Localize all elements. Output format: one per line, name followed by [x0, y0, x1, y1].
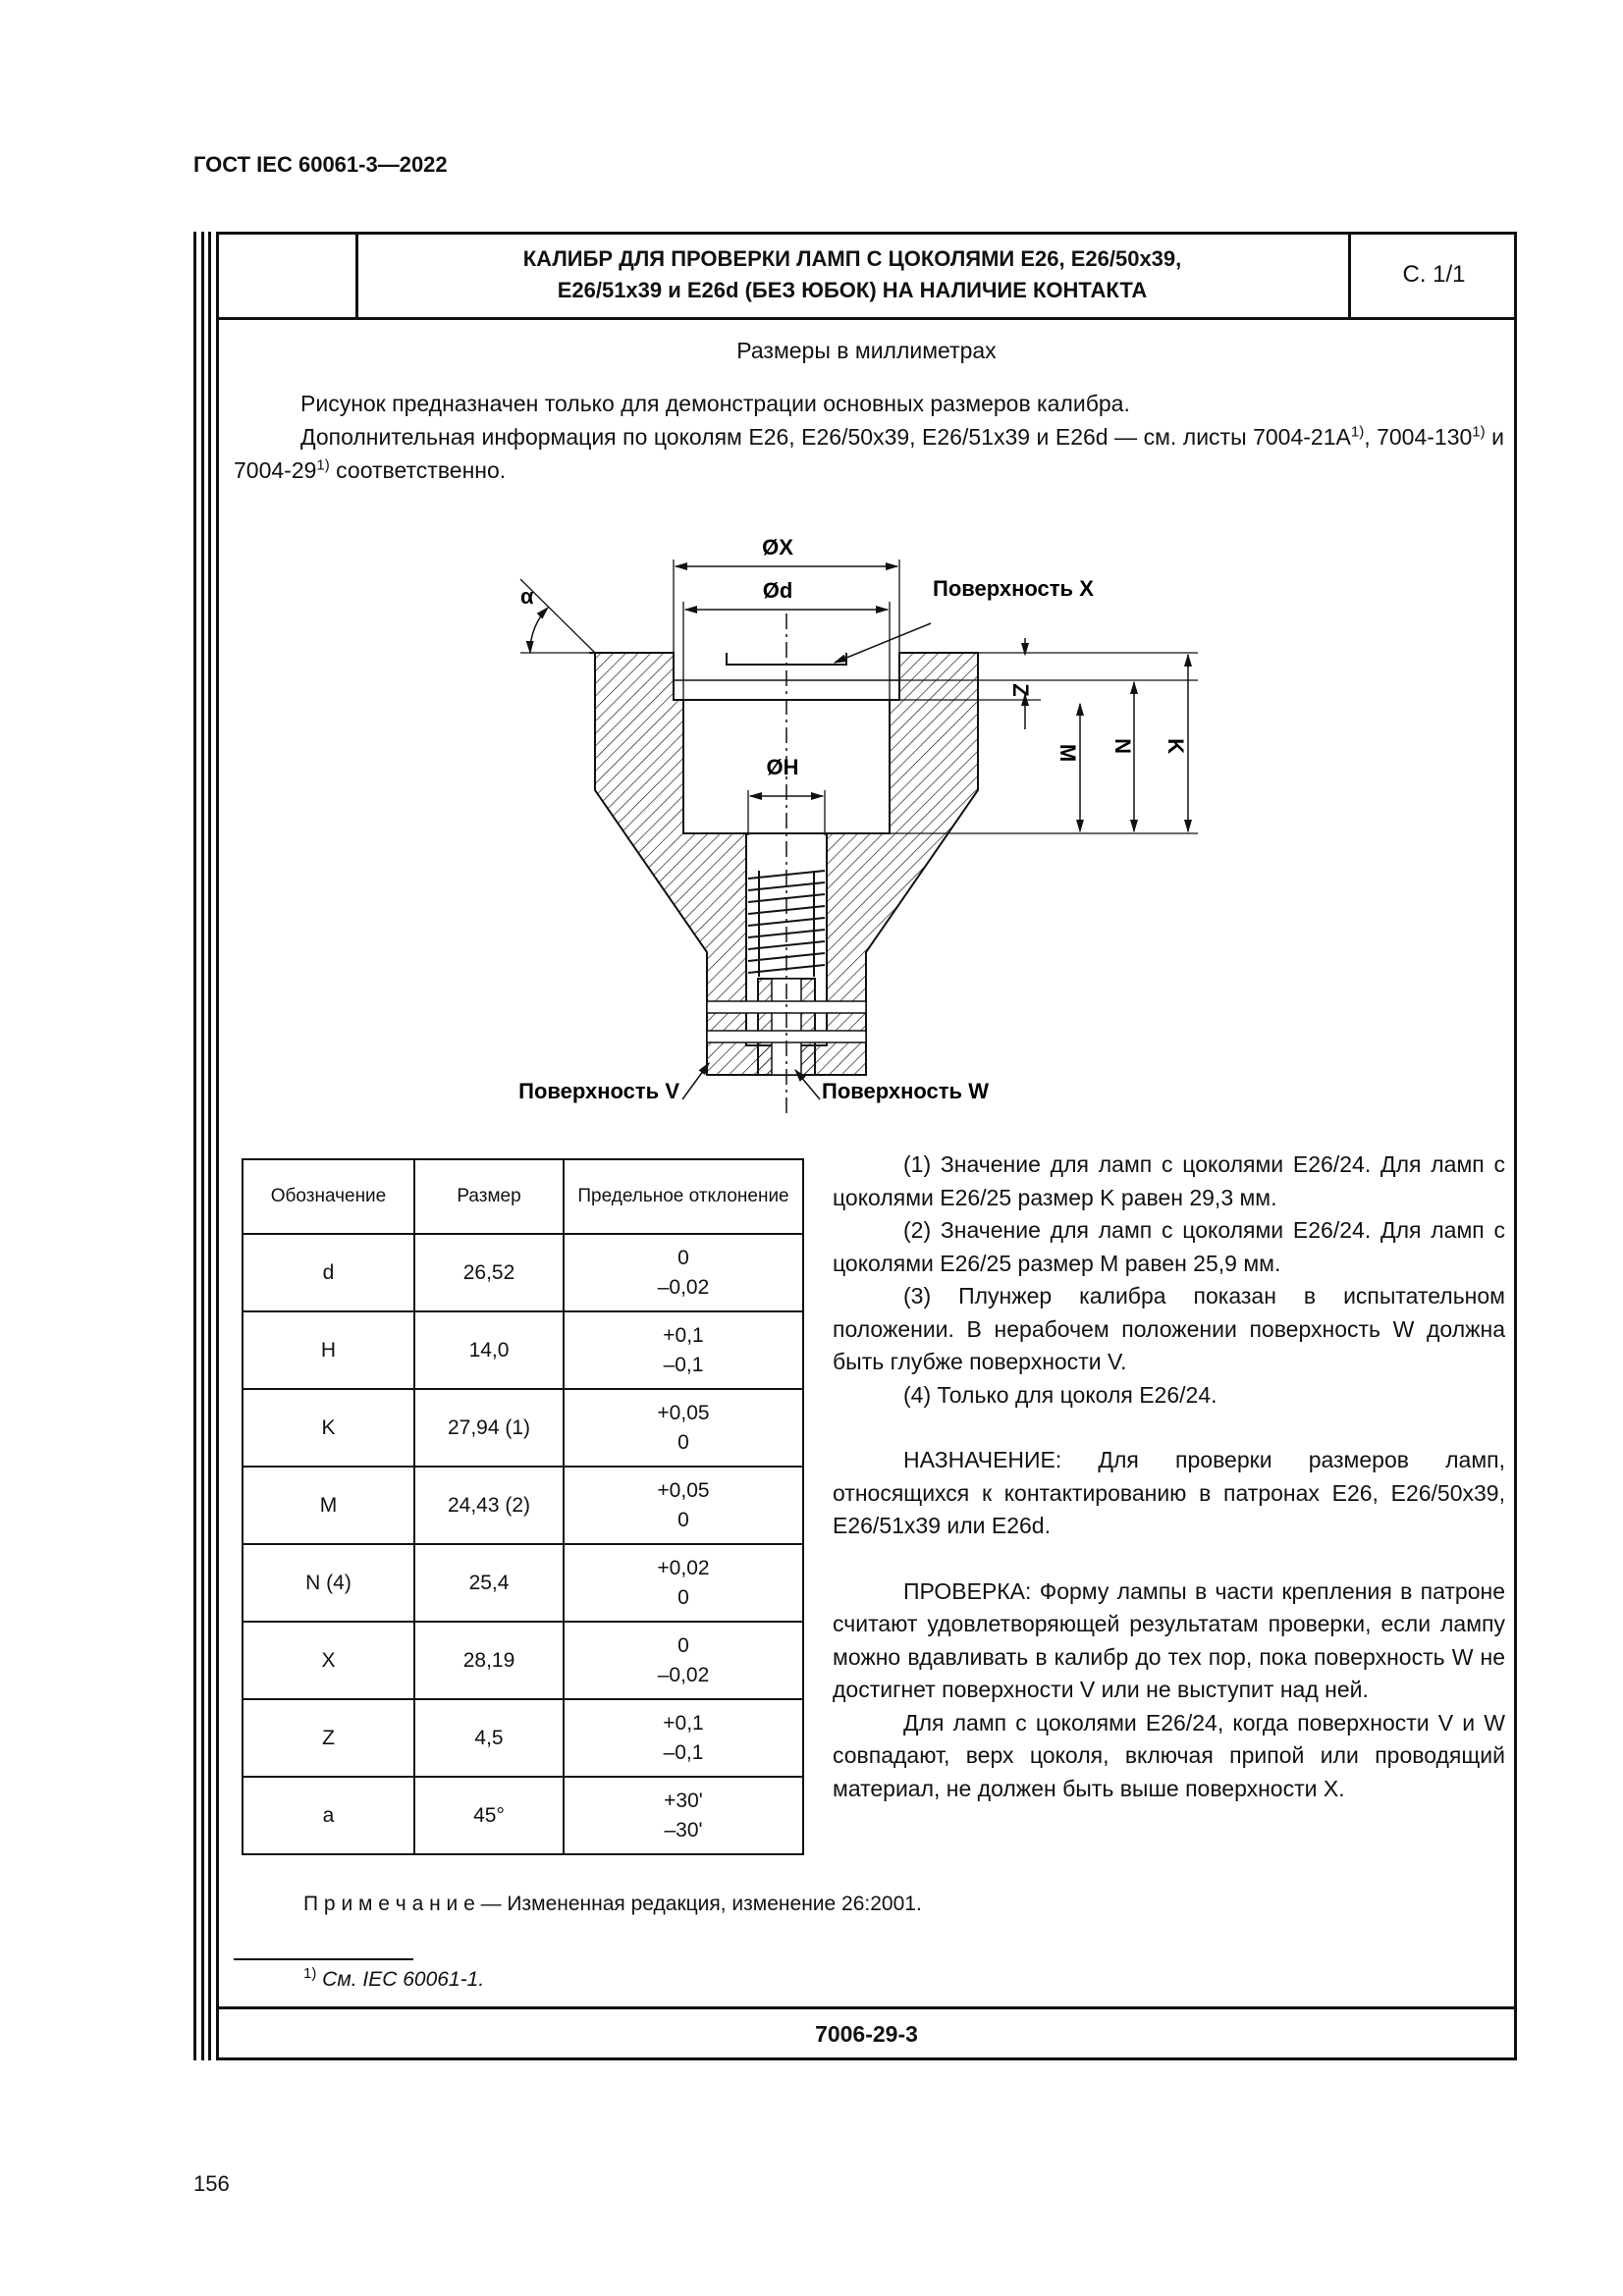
note-4: (4) Только для цоколя E26/24.: [903, 1381, 1217, 1408]
cell-symbol: Z: [242, 1698, 415, 1778]
sheet-page-ref: С. 1/1: [1348, 232, 1517, 317]
page-number: 156: [193, 2171, 230, 2196]
margin-rule: [208, 232, 211, 2060]
units-caption: Размеры в миллиметрах: [736, 338, 997, 363]
sheet-title-row: КАЛИБР ДЛЯ ПРОВЕРКИ ЛАМП С ЦОКОЛЯМИ E26,…: [216, 232, 1517, 320]
dim-label-M: M: [1055, 744, 1080, 762]
cell-symbol: H: [242, 1310, 415, 1390]
footer-rule: [216, 2006, 1517, 2009]
dim-label-N: N: [1110, 738, 1135, 754]
surface-w-label: Поверхность W: [822, 1079, 989, 1103]
cell-size: 27,94 (1): [413, 1388, 565, 1468]
cell-deviation: 0–0,02: [563, 1233, 804, 1312]
table-header-row: Обозначение Размер Предельное отклонение: [242, 1158, 804, 1235]
dim-label-X: ØX: [762, 535, 793, 560]
dimensions-table: Обозначение Размер Предельное отклонение…: [242, 1158, 804, 1855]
cell-symbol: N (4): [242, 1543, 415, 1623]
note-3: (3) Плунжер калибра показан в испытатель…: [833, 1283, 1505, 1374]
dim-label-H: ØH: [767, 755, 799, 779]
cell-symbol: a: [242, 1776, 415, 1855]
cell-deviation: 0–0,02: [563, 1621, 804, 1700]
angle-label-alpha: α: [520, 584, 534, 609]
cell-size: 28,19: [413, 1621, 565, 1700]
check-paragraph: ПРОВЕРКА: Форму лампы в части крепления …: [833, 1577, 1505, 1703]
cell-symbol: X: [242, 1621, 415, 1700]
cell-size: 45°: [413, 1776, 565, 1855]
cell-deviation: +30'–30': [563, 1776, 804, 1855]
cell-symbol: M: [242, 1466, 415, 1545]
cell-symbol: d: [242, 1233, 415, 1312]
table-row: H 14,0 +0,1–0,1: [242, 1310, 804, 1390]
cell-size: 4,5: [413, 1698, 565, 1778]
table-row: d 26,52 0–0,02: [242, 1233, 804, 1312]
check-paragraph-2: Для ламп с цоколями E26/24, когда поверх…: [833, 1709, 1505, 1801]
purpose-paragraph: НАЗНАЧЕНИЕ: Для проверки размеров ламп, …: [833, 1447, 1505, 1538]
cell-size: 26,52: [413, 1233, 565, 1312]
surface-v-label: Поверхность V: [518, 1079, 679, 1103]
sheet-title: КАЛИБР ДЛЯ ПРОВЕРКИ ЛАМП С ЦОКОЛЯМИ E26,…: [361, 232, 1343, 317]
sheet-title-line2: E26/51x39 и E26d (БЕЗ ЮБОК) НА НАЛИЧИЕ К…: [557, 277, 1148, 302]
footnote: 1) См. IEC 60061-1.: [303, 1965, 485, 1991]
cell-size: 25,4: [413, 1543, 565, 1623]
intro-paragraph-2: Дополнительная информация по цоколям E26…: [234, 423, 1504, 483]
dim-label-K: K: [1163, 738, 1188, 754]
sheet-code: 7006-29-3: [815, 2021, 918, 2047]
note-1: (1) Значение для ламп с цоколями E26/24.…: [833, 1151, 1505, 1210]
cell-deviation: +0,1–0,1: [563, 1310, 804, 1390]
cell-symbol: K: [242, 1388, 415, 1468]
cell-size: 14,0: [413, 1310, 565, 1390]
intro-paragraph-1: Рисунок предназначен только для демонстр…: [300, 391, 1130, 416]
note-2: (2) Значение для ламп с цоколями E26/24.…: [833, 1217, 1505, 1276]
table-row: Z 4,5 +0,1–0,1: [242, 1698, 804, 1778]
sheet-title-line1: КАЛИБР ДЛЯ ПРОВЕРКИ ЛАМП С ЦОКОЛЯМИ E26,…: [522, 245, 1182, 271]
document-header: ГОСТ IEC 60061-3—2022: [193, 152, 448, 177]
col-header-deviation: Предельное отклонение: [563, 1158, 804, 1235]
sheet-frame: [216, 232, 1517, 2060]
table-row: a 45° +30'–30': [242, 1776, 804, 1855]
amendment-note: П р и м е ч а н и е — Измененная редакци…: [303, 1893, 922, 1915]
dim-label-Z: Z: [1008, 683, 1033, 696]
cell-deviation: +0,1–0,1: [563, 1698, 804, 1778]
margin-rule: [201, 232, 204, 2060]
table-row: X 28,19 0–0,02: [242, 1621, 804, 1700]
notes-column: (1) Значение для ламп с цоколями E26/24.…: [833, 1148, 1505, 1805]
col-header-symbol: Обозначение: [242, 1158, 415, 1235]
title-blank-cell: [216, 232, 358, 317]
margin-rule: [193, 232, 196, 2060]
surface-x-label: Поверхность X: [933, 576, 1094, 601]
gauge-drawing: ØX Ød ØH Поверхность X α Z M N K Поверхн…: [518, 535, 1198, 1114]
cell-size: 24,43 (2): [413, 1466, 565, 1545]
col-header-size: Размер: [413, 1158, 565, 1235]
intro-text: Рисунок предназначен только для демонстр…: [234, 387, 1504, 487]
dim-label-d: Ød: [763, 578, 793, 603]
footnote-rule: [234, 1958, 413, 1960]
